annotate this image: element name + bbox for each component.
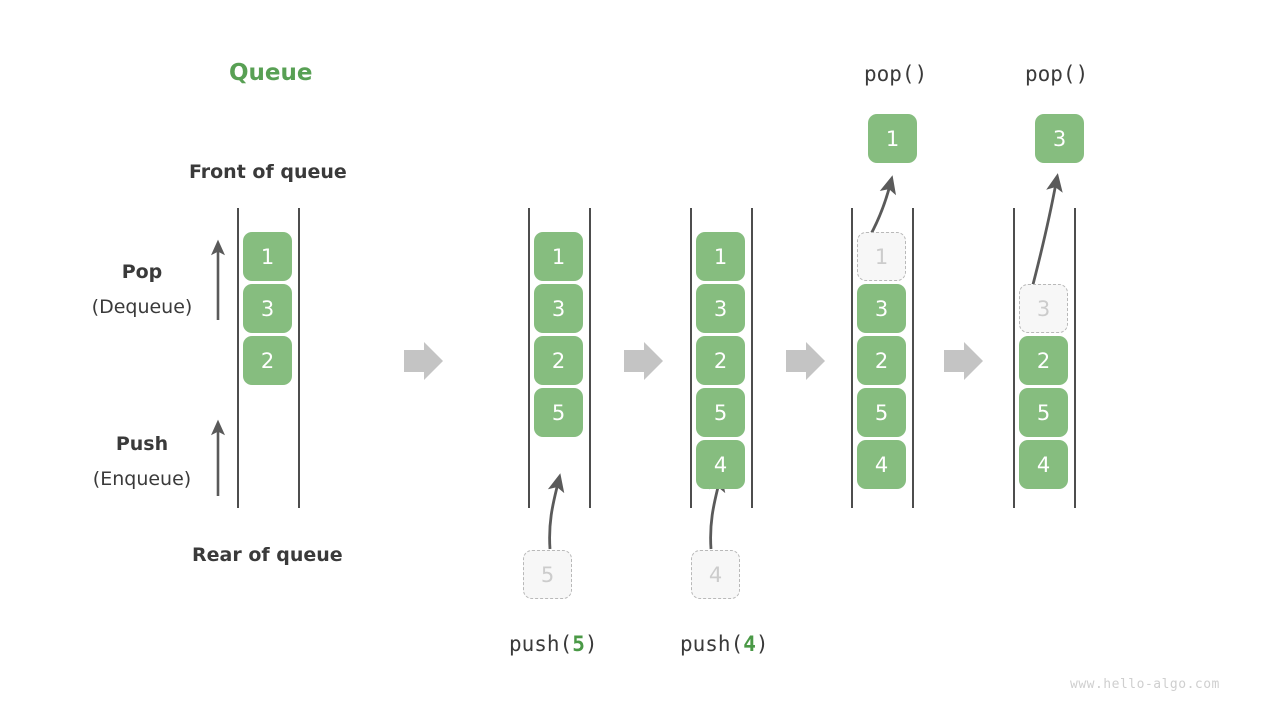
queue-cell[interactable]: 2	[696, 336, 745, 385]
push-4-caption: push(4)	[680, 632, 769, 656]
popped-cell[interactable]: 1	[868, 114, 917, 163]
push-sublabel: (Enqueue)	[92, 468, 192, 490]
caption-suffix: )	[584, 632, 598, 656]
caption-value: 5	[572, 632, 585, 656]
queue-cell[interactable]: 3	[243, 284, 292, 333]
vacated-cell[interactable]: 3	[1019, 284, 1068, 333]
queue-cell[interactable]: 5	[696, 388, 745, 437]
page-title: Queue	[229, 60, 313, 86]
push-label: Push	[115, 433, 169, 455]
queue-wall-left-2	[690, 208, 692, 508]
transition-arrow-2	[624, 342, 663, 380]
queue-wall-left-4	[1013, 208, 1015, 508]
pop-2-header: pop()	[1025, 62, 1089, 86]
caption-prefix: push(	[680, 632, 744, 656]
queue-cell-new[interactable]: 5	[534, 388, 583, 437]
pending-push-cell[interactable]: 5	[523, 550, 572, 599]
queue-wall-right-1	[589, 208, 591, 508]
queue-cell-new[interactable]: 4	[696, 440, 745, 489]
vacated-cell[interactable]: 1	[857, 232, 906, 281]
queue-wall-right-4	[1074, 208, 1076, 508]
queue-cell[interactable]: 3	[534, 284, 583, 333]
caption-prefix: push(	[509, 632, 573, 656]
queue-cell[interactable]: 3	[696, 284, 745, 333]
queue-wall-right-3	[912, 208, 914, 508]
queue-cell[interactable]: 5	[857, 388, 906, 437]
push-5-insert-arrow	[547, 473, 565, 550]
push-5-caption: push(5)	[509, 632, 598, 656]
queue-cell[interactable]: 1	[534, 232, 583, 281]
pop-label: Pop	[121, 261, 163, 283]
transition-arrow-3	[786, 342, 825, 380]
queue-cell[interactable]: 4	[857, 440, 906, 489]
queue-wall-right-2	[751, 208, 753, 508]
transition-arrow-4	[944, 342, 983, 380]
front-of-queue-label: Front of queue	[189, 161, 347, 183]
transition-arrow-1	[404, 342, 443, 380]
push-4-insert-arrow	[708, 473, 726, 550]
queue-cell[interactable]: 5	[1019, 388, 1068, 437]
queue-cell[interactable]: 3	[857, 284, 906, 333]
rear-of-queue-label: Rear of queue	[192, 544, 343, 566]
queue-cell[interactable]: 1	[243, 232, 292, 281]
popped-cell[interactable]: 3	[1035, 114, 1084, 163]
queue-cell[interactable]: 2	[243, 336, 292, 385]
pending-push-cell[interactable]: 4	[691, 550, 740, 599]
caption-value: 4	[743, 632, 756, 656]
queue-cell[interactable]: 2	[1019, 336, 1068, 385]
watermark: www.hello-algo.com	[1070, 677, 1220, 692]
queue-wall-right-0	[298, 208, 300, 508]
queue-cell[interactable]: 4	[1019, 440, 1068, 489]
queue-cell[interactable]: 2	[534, 336, 583, 385]
queue-cell[interactable]: 2	[857, 336, 906, 385]
queue-wall-left-3	[851, 208, 853, 508]
queue-cell[interactable]: 1	[696, 232, 745, 281]
queue-wall-left-0	[237, 208, 239, 508]
pop-sublabel: (Dequeue)	[91, 296, 193, 318]
caption-suffix: )	[755, 632, 769, 656]
pop-1-header: pop()	[864, 62, 928, 86]
queue-wall-left-1	[528, 208, 530, 508]
pop-2-extract-arrow	[1028, 173, 1063, 297]
